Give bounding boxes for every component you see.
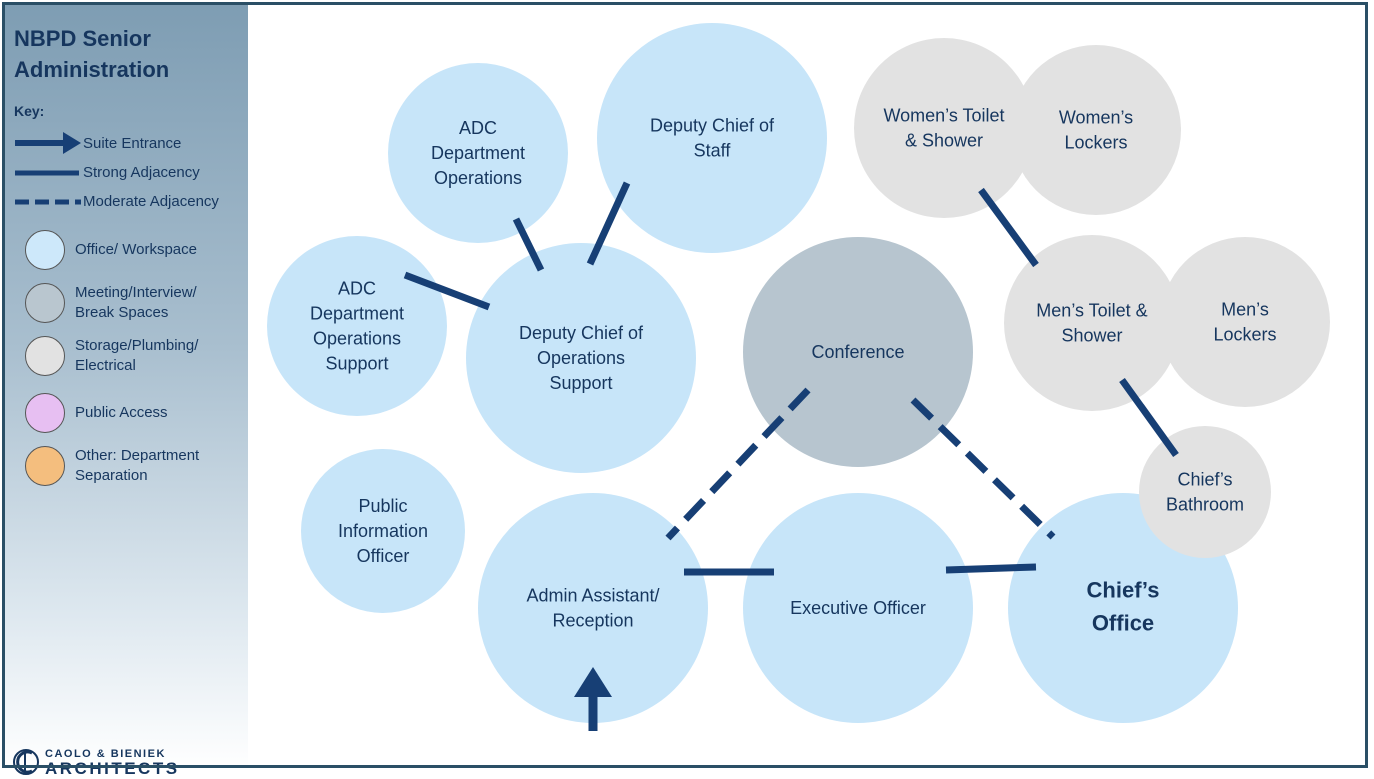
room-bubble-adc-dept-ops-support: [267, 236, 447, 416]
room-label-womens-toilet: Women’s Toilet& Shower: [883, 106, 1004, 151]
slide-frame: [2, 2, 1368, 768]
key-swatch-icon: [25, 393, 65, 433]
key-line-icons: [15, 132, 81, 205]
room-label-admin-assistant: Admin Assistant/Reception: [526, 586, 659, 631]
room-label-conference: Conference: [811, 342, 904, 362]
room-bubbles: [267, 23, 1330, 723]
room-bubble-deputy-chief-ops-support: [466, 243, 696, 473]
sidebar-key-panel: NBPD Senior Administration Key: Suite En…: [5, 5, 248, 778]
strong-adjacency-line: [945, 563, 1037, 574]
key-moderate-adjacency-label: Moderate Adjacency: [83, 193, 219, 210]
key-swatch-label: Storage/Plumbing/Electrical: [75, 337, 199, 374]
adjacency-lines: [403, 181, 1179, 576]
strong-adjacency-line: [403, 271, 491, 311]
room-bubble-executive-officer: [743, 493, 973, 723]
arrow-icon: [15, 132, 81, 154]
key-suite-entrance-label: Suite Entrance: [83, 135, 182, 152]
strong-adjacency-line: [512, 217, 545, 272]
room-bubble-deputy-chief-staff: [597, 23, 827, 253]
moderate-adjacency-line: [665, 387, 811, 541]
room-bubble-womens-toilet: [854, 38, 1034, 218]
suite-entrance-arrow-icon: [574, 667, 612, 731]
title-line: Administration: [14, 57, 170, 82]
moderate-adjacency-line: [910, 397, 1056, 540]
key-swatch-label: Office/ Workspace: [75, 241, 197, 258]
room-bubble-womens-lockers: [1011, 45, 1181, 215]
room-bubble-mens-lockers: [1160, 237, 1330, 407]
key-swatch-icon: [25, 336, 65, 376]
key-swatch-icon: [25, 230, 65, 270]
logo-line1: CAOLO & BIENIEK: [45, 748, 166, 760]
room-label-mens-toilet: Men’s Toilet &Shower: [1036, 301, 1147, 346]
strong-adjacency-line: [586, 181, 631, 266]
strong-adjacency-line: [1119, 377, 1179, 458]
key-swatch-label: Meeting/Interview/Break Spaces: [75, 284, 197, 321]
key-heading: Key:: [14, 103, 45, 119]
room-bubble-chiefs-bathroom: [1139, 426, 1271, 558]
logo: CAOLO & BIENIEK ARCHITECTS: [12, 747, 212, 778]
title-line: NBPD Senior: [14, 26, 151, 51]
room-bubble-adc-dept-ops: [388, 63, 568, 243]
room-bubble-mens-toilet: [1004, 235, 1180, 411]
key-swatch-label: Public Access: [75, 404, 168, 421]
key-swatch-icon: [25, 446, 65, 486]
page-title: NBPD Senior Administration: [14, 23, 244, 85]
room-bubble-admin-assistant: [478, 493, 708, 723]
key-strong-adjacency-label: Strong Adjacency: [83, 164, 200, 181]
key-swatch-icon: [25, 283, 65, 323]
room-bubble-conference: [743, 237, 973, 467]
entrance-arrow-head: [574, 667, 612, 697]
logo-line2: ARCHITECTS: [45, 759, 180, 778]
strong-adjacency-line: [978, 187, 1039, 268]
room-label-executive-officer: Executive Officer: [790, 598, 926, 618]
room-bubble-public-info-officer: [301, 449, 465, 613]
